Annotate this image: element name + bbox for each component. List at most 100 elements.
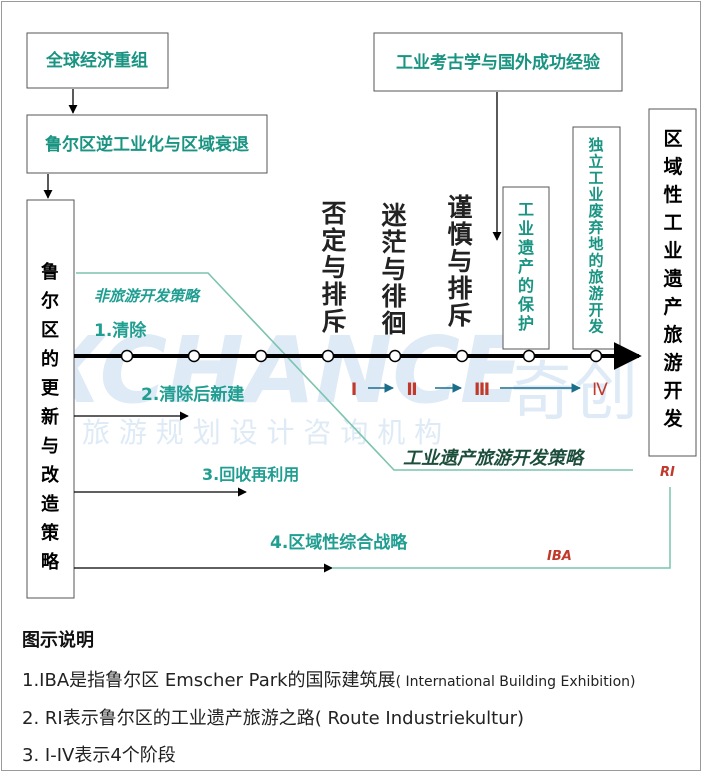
vertical-char: 徊 xyxy=(381,309,406,338)
vertical-char: 与 xyxy=(447,247,472,276)
vertical-char: 鲁 xyxy=(41,261,59,283)
timeline-node xyxy=(522,349,536,363)
vertical-char: 游 xyxy=(663,351,682,374)
box-regional-dev xyxy=(648,108,697,457)
timeline-node xyxy=(120,349,134,363)
vertical-char: 迷 xyxy=(381,201,407,230)
vertical-char: 废 xyxy=(588,202,603,220)
legend-title: 图示说明 xyxy=(22,630,94,651)
watermark-sub: 旅 游 规 划 设 计 咨 询 机 构 xyxy=(82,416,442,449)
vertical-char: 旅 xyxy=(588,268,603,286)
vertical-char: 旅 xyxy=(663,323,682,346)
vertical-char: 遗 xyxy=(662,268,682,290)
box-independent xyxy=(572,126,621,350)
vertical-char: 尔 xyxy=(41,290,59,312)
vertical-char: 新 xyxy=(41,406,59,428)
vertical-char: 保 xyxy=(517,295,535,314)
vertical-char: 工 xyxy=(518,200,534,219)
vertical-char: 茫 xyxy=(381,228,406,257)
vertical-char: 性 xyxy=(663,183,682,206)
stage-3: Ⅲ xyxy=(474,380,490,400)
vertical-char: 徘 xyxy=(381,282,406,311)
legend-note-1-main: 1.IBA是指鲁尔区 Emscher Park的国际建筑展 xyxy=(22,670,396,691)
timeline-node xyxy=(254,349,268,363)
timeline-node xyxy=(455,349,469,363)
vertical-char: 业 xyxy=(663,240,682,262)
strategy-2-label: 2.清除后新建 xyxy=(141,384,244,405)
vertical-char: 业 xyxy=(588,186,603,204)
vertical-char: 排 xyxy=(447,274,472,303)
vertical-char: 发 xyxy=(662,407,683,430)
vertical-char: 工 xyxy=(663,212,682,234)
vertical-char: 造 xyxy=(41,493,59,515)
vertical-char: 斥 xyxy=(321,307,346,336)
vertical-char: 定 xyxy=(321,226,346,255)
vertical-char: 改 xyxy=(41,464,60,486)
vertical-char: 弃 xyxy=(588,219,603,237)
heritage-strategy-label: 工业遗产旅游开发策略 xyxy=(403,448,586,469)
vertical-char: 与 xyxy=(321,253,346,282)
box-protection xyxy=(502,186,550,350)
vertical-char: 谨 xyxy=(447,193,472,222)
strategy-3-label: 3.回收再利用 xyxy=(202,465,299,484)
ri-label: RI xyxy=(660,465,675,480)
vertical-char: 产 xyxy=(663,295,682,318)
timeline-node xyxy=(187,349,201,363)
vertical-char: 区 xyxy=(41,320,59,341)
box-deindustrial xyxy=(26,114,268,174)
vertical-char: 开 xyxy=(663,380,682,402)
vertical-char: 独 xyxy=(588,136,603,154)
stage-4: Ⅳ xyxy=(592,380,608,400)
vertical-char: 工 xyxy=(588,169,603,187)
archaeology-label: 工业考古学与国外成功经验 xyxy=(396,52,601,73)
global-econ-label: 全球经济重组 xyxy=(45,50,148,71)
vertical-char: 斥 xyxy=(447,301,472,330)
legend-note-1-small: ( International Building Exhibition) xyxy=(395,674,636,690)
box-global-econ xyxy=(26,32,169,89)
vertical-char: 产 xyxy=(518,257,534,276)
timeline-nodes xyxy=(120,349,603,363)
vertical-char: 策 xyxy=(41,522,60,544)
vertical-char: 发 xyxy=(587,318,604,336)
timeline-node xyxy=(589,349,603,363)
vertical-char: 排 xyxy=(321,280,346,309)
vertical-char: 业 xyxy=(518,219,534,238)
stage-2: Ⅱ xyxy=(406,380,417,400)
vertical-char: 遗 xyxy=(517,238,534,257)
watermark-brand: XCHANCE xyxy=(27,317,523,424)
vertical-char: 否 xyxy=(320,199,346,228)
vertical-char: 立 xyxy=(588,153,603,171)
vertical-char: 的 xyxy=(41,348,59,370)
stage-1: Ⅰ xyxy=(351,380,357,400)
vertical-char: 更 xyxy=(41,378,60,399)
vertical-char: 略 xyxy=(41,551,60,573)
deindustrial-label: 鲁尔区逆工业化与区域衰退 xyxy=(45,134,249,155)
vertical-char: 域 xyxy=(663,155,682,178)
vertical-char: 开 xyxy=(588,301,603,319)
timeline-node xyxy=(321,349,335,363)
watermark-cn: 奇创 xyxy=(510,356,638,430)
legend-note-1: 1.IBA是指鲁尔区 Emscher Park的国际建筑展( Internati… xyxy=(22,666,635,692)
vertical-char: 的 xyxy=(588,252,603,270)
vertical-char: 区 xyxy=(663,128,682,150)
vertical-char: 游 xyxy=(588,285,603,303)
vertical-char: 慎 xyxy=(447,220,472,249)
strategy-divider xyxy=(76,272,633,471)
vertical-char: 地 xyxy=(588,235,603,253)
iba-label: IBA xyxy=(547,549,572,564)
iba-ri-connector xyxy=(332,487,671,569)
vertical-char: 与 xyxy=(41,436,59,457)
strategy-1-label: 1.清除 xyxy=(94,320,147,341)
box-ruhr-strategy xyxy=(26,199,75,599)
box-archaeology xyxy=(373,32,623,92)
timeline-node xyxy=(388,349,402,363)
